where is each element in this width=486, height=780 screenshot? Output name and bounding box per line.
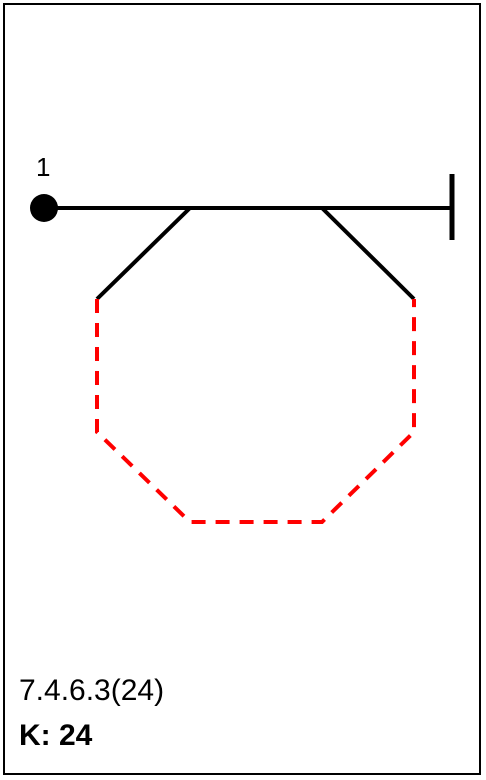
start-node	[30, 194, 58, 222]
octagon-edge-upper-right	[320, 206, 416, 301]
diagram-frame	[3, 3, 481, 775]
octagon-edge-upper-left	[95, 206, 192, 301]
k-value: K: 24	[19, 719, 93, 752]
octagon-dashed-path	[95, 299, 416, 524]
node-label: 1	[36, 152, 51, 182]
diagram-code: 7.4.6.3(24)	[19, 674, 165, 707]
